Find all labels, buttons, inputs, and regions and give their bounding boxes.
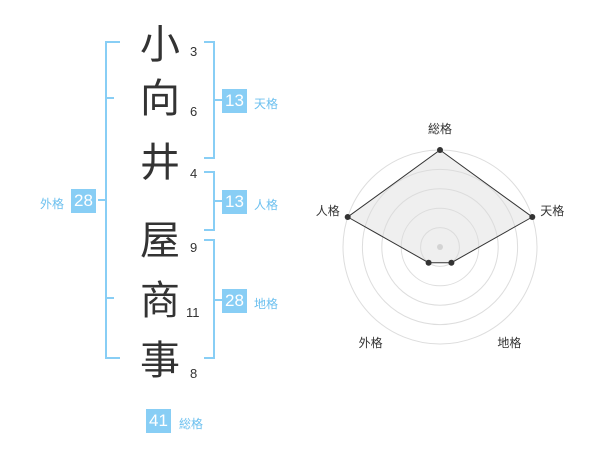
radar-ring-3 [381,188,499,306]
name-char-4: 屋 [140,218,180,264]
radar-axis-label-soukaku: 総格 [428,122,453,136]
radar-axis-label-gaikaku: 外格 [358,335,383,350]
stroke-count-2: 6 [190,104,198,119]
radar-ring-1 [420,227,460,267]
radar-center-dot [437,244,443,250]
stroke-count-6: 8 [190,366,198,381]
chikaku-label: 地格 [254,297,279,311]
radar-point-2 [448,259,455,266]
stroke-count-1: 3 [190,44,198,59]
stroke-count-3: 4 [190,166,198,181]
stroke-count-4: 9 [190,240,198,255]
gaikaku-label: 外格 [40,197,65,211]
radar-point-0 [437,147,443,153]
radar-axis-label-tenkaku: 天格 [540,203,565,218]
soukaku-label: 総格 [179,417,204,431]
soukaku-value-badge: 41 [146,409,171,433]
name-char-5: 商 [140,278,180,324]
jinkaku-label: 人格 [254,198,279,212]
radar-point-1 [529,214,536,220]
tenkaku-label: 天格 [254,97,279,111]
name-char-1: 小 [140,22,180,68]
radar-axis-label-chikaku: 地格 [497,335,522,350]
radar-axis-label-jinkaku: 人格 [315,203,340,218]
stroke-count-5: 11 [186,305,200,320]
name-char-3: 井 [140,140,180,186]
jinkaku-value-badge: 13 [222,190,247,214]
radar-point-4 [344,214,351,220]
name-char-2: 向 [140,76,180,122]
tenkaku-value-badge: 13 [222,89,247,113]
name-char-6: 事 [140,338,180,384]
radar-series-polygon [346,149,534,264]
gaikaku-value-badge: 28 [71,189,96,213]
chikaku-value-badge: 28 [222,289,247,313]
radar-ring-4 [361,168,519,326]
radar-point-3 [425,259,432,266]
